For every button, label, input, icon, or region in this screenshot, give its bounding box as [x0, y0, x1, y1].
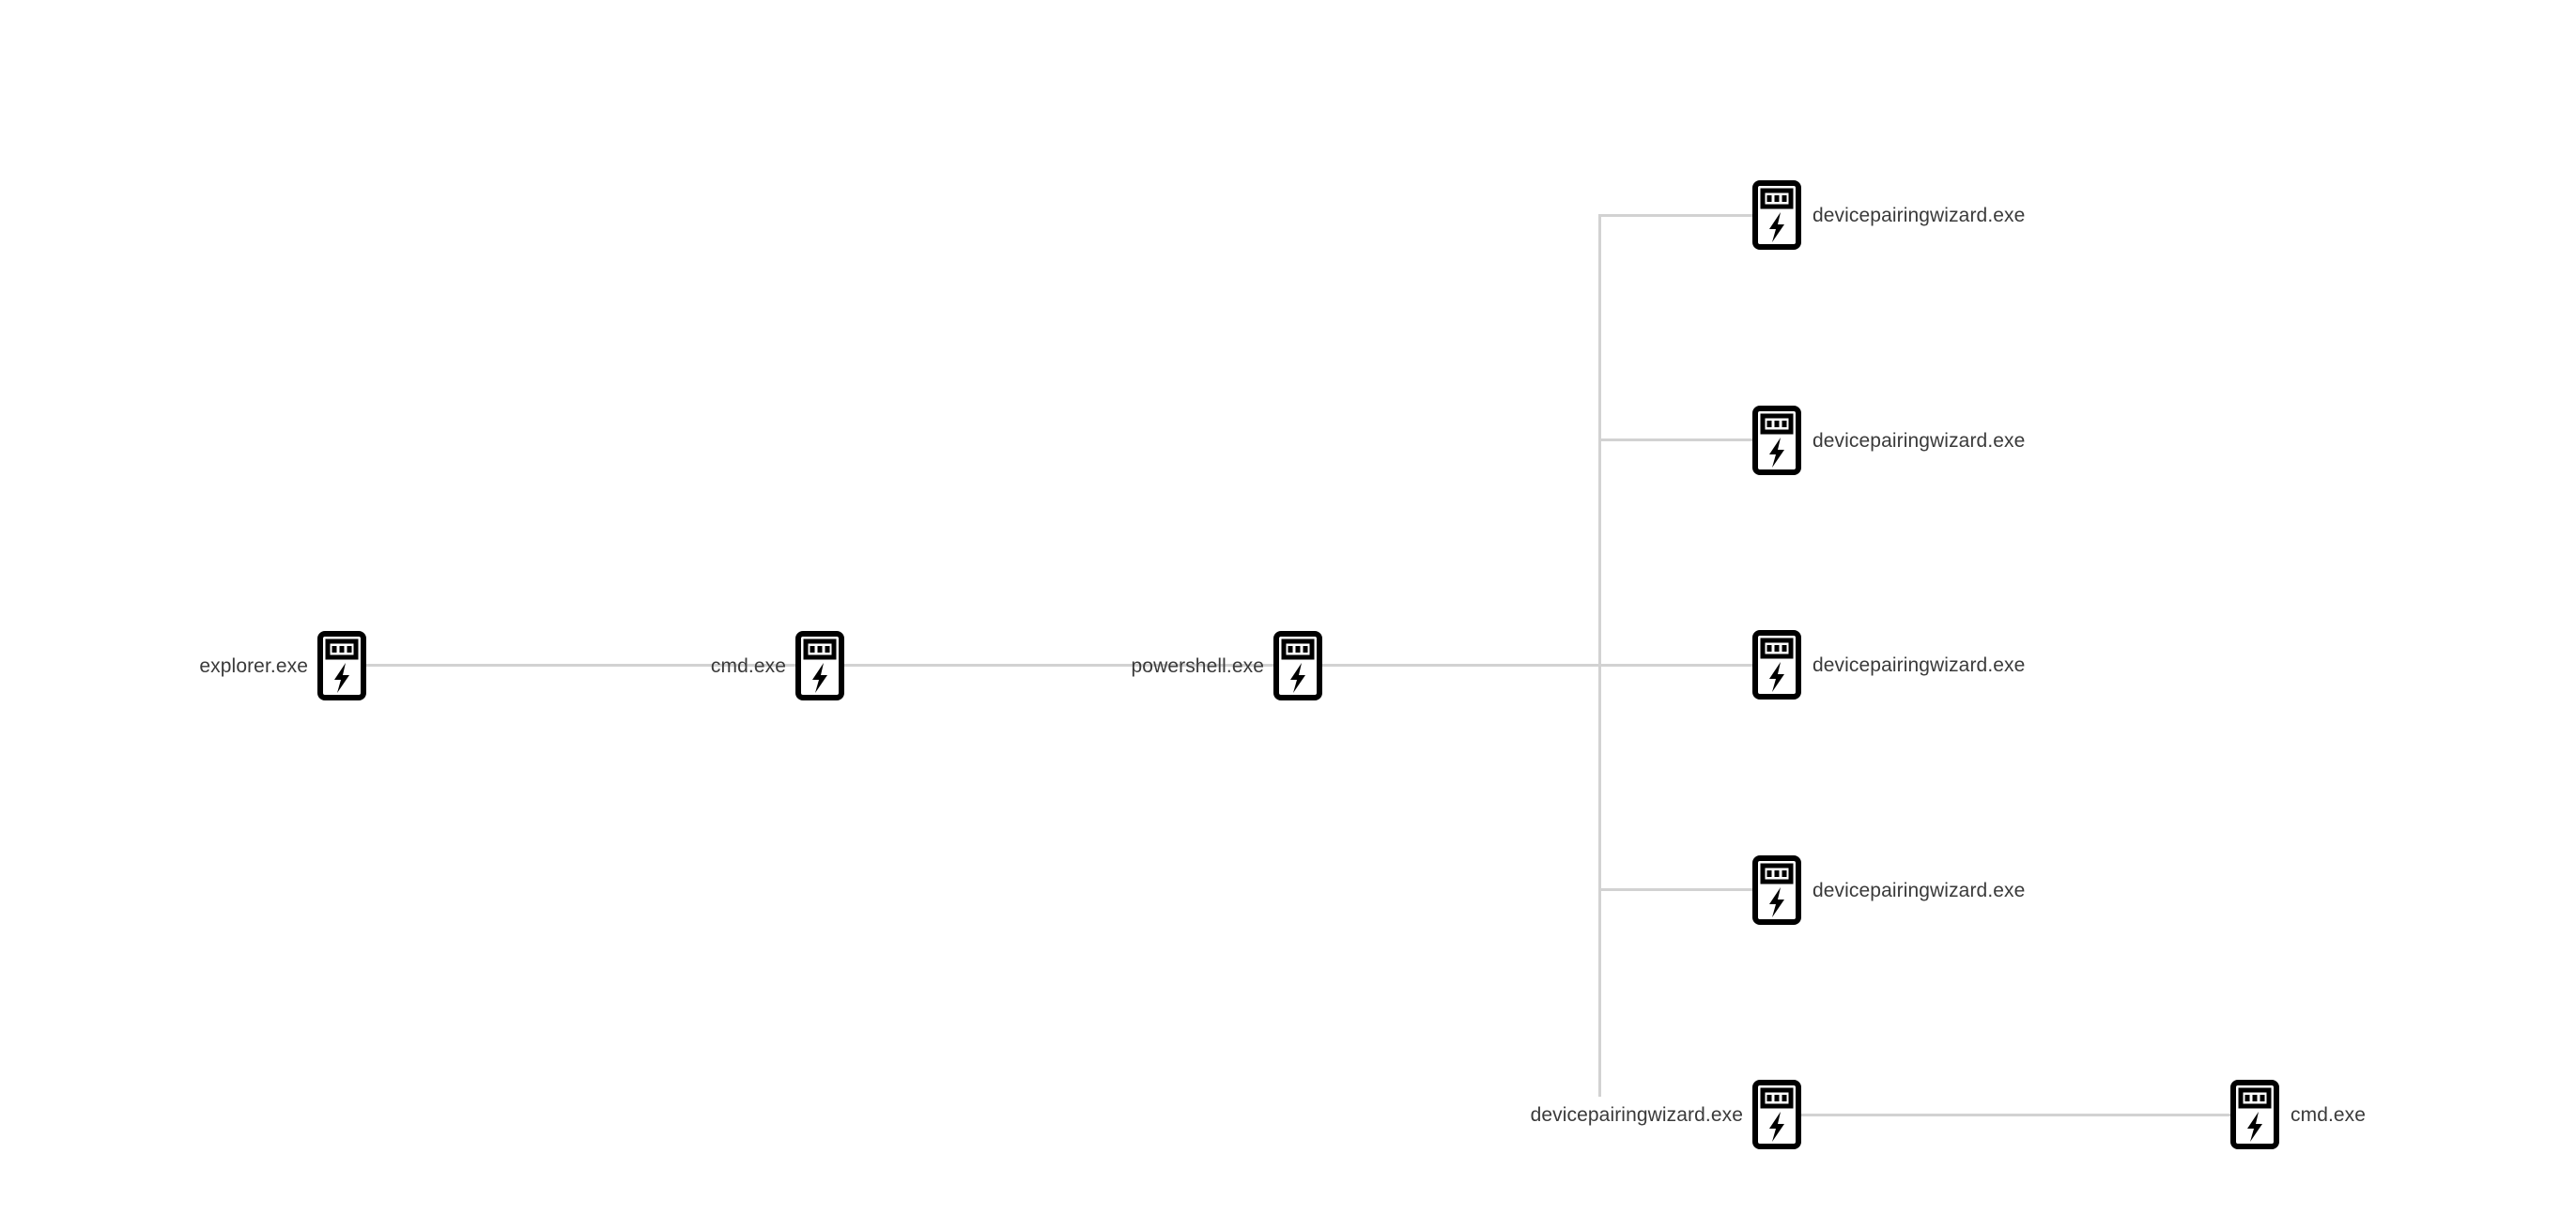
process-executable-icon	[317, 631, 366, 700]
process-node-label: devicepairingwizard.exe	[1530, 1103, 1743, 1126]
process-node-label: explorer.exe	[199, 654, 308, 677]
process-node-devicepairingwizard-2[interactable]: devicepairingwizard.exe	[1752, 406, 2025, 475]
process-node-devicepairingwizard-3[interactable]: devicepairingwizard.exe	[1752, 630, 2025, 700]
process-executable-icon	[1752, 1080, 1801, 1149]
process-executable-icon	[1752, 406, 1801, 475]
process-executable-icon	[1752, 855, 1801, 925]
edge-powershell-to-bus	[1322, 664, 1752, 667]
process-executable-icon	[1752, 180, 1801, 250]
process-node-label: cmd.exe	[710, 654, 786, 677]
edge-bus-to-child-2	[1598, 438, 1752, 441]
process-node-devicepairingwizard-4[interactable]: devicepairingwizard.exe	[1752, 855, 2025, 925]
process-node-devicepairingwizard-5[interactable]: devicepairingwizard.exe	[1386, 1080, 1801, 1149]
process-node-cmd-2[interactable]: cmd.exe	[2230, 1080, 2366, 1149]
process-node-explorer[interactable]: explorer.exe	[0, 631, 366, 700]
process-executable-icon	[1752, 630, 1801, 700]
process-node-label: devicepairingwizard.exe	[1812, 654, 2026, 676]
edge-bus-to-child-4	[1598, 888, 1752, 891]
edge-explorer-to-cmd	[366, 664, 795, 667]
process-node-label: cmd.exe	[2291, 1103, 2367, 1126]
process-executable-icon	[1273, 631, 1322, 700]
process-node-devicepairingwizard-1[interactable]: devicepairingwizard.exe	[1752, 180, 2025, 250]
edge-bus-to-child-1	[1598, 214, 1752, 217]
process-node-label: powershell.exe	[1131, 654, 1264, 677]
process-node-cmd-1[interactable]: cmd.exe	[478, 631, 844, 700]
process-node-powershell[interactable]: powershell.exe	[956, 631, 1322, 700]
edge-cmd-to-powershell	[844, 664, 1273, 667]
process-node-label: devicepairingwizard.exe	[1812, 429, 2026, 452]
edge-devicepairingwizard-to-cmd	[1801, 1114, 2230, 1116]
edge-vertical-bus	[1598, 214, 1601, 1097]
process-node-label: devicepairingwizard.exe	[1812, 204, 2026, 226]
process-node-label: devicepairingwizard.exe	[1812, 879, 2026, 901]
process-executable-icon	[795, 631, 844, 700]
process-executable-icon	[2230, 1080, 2279, 1149]
